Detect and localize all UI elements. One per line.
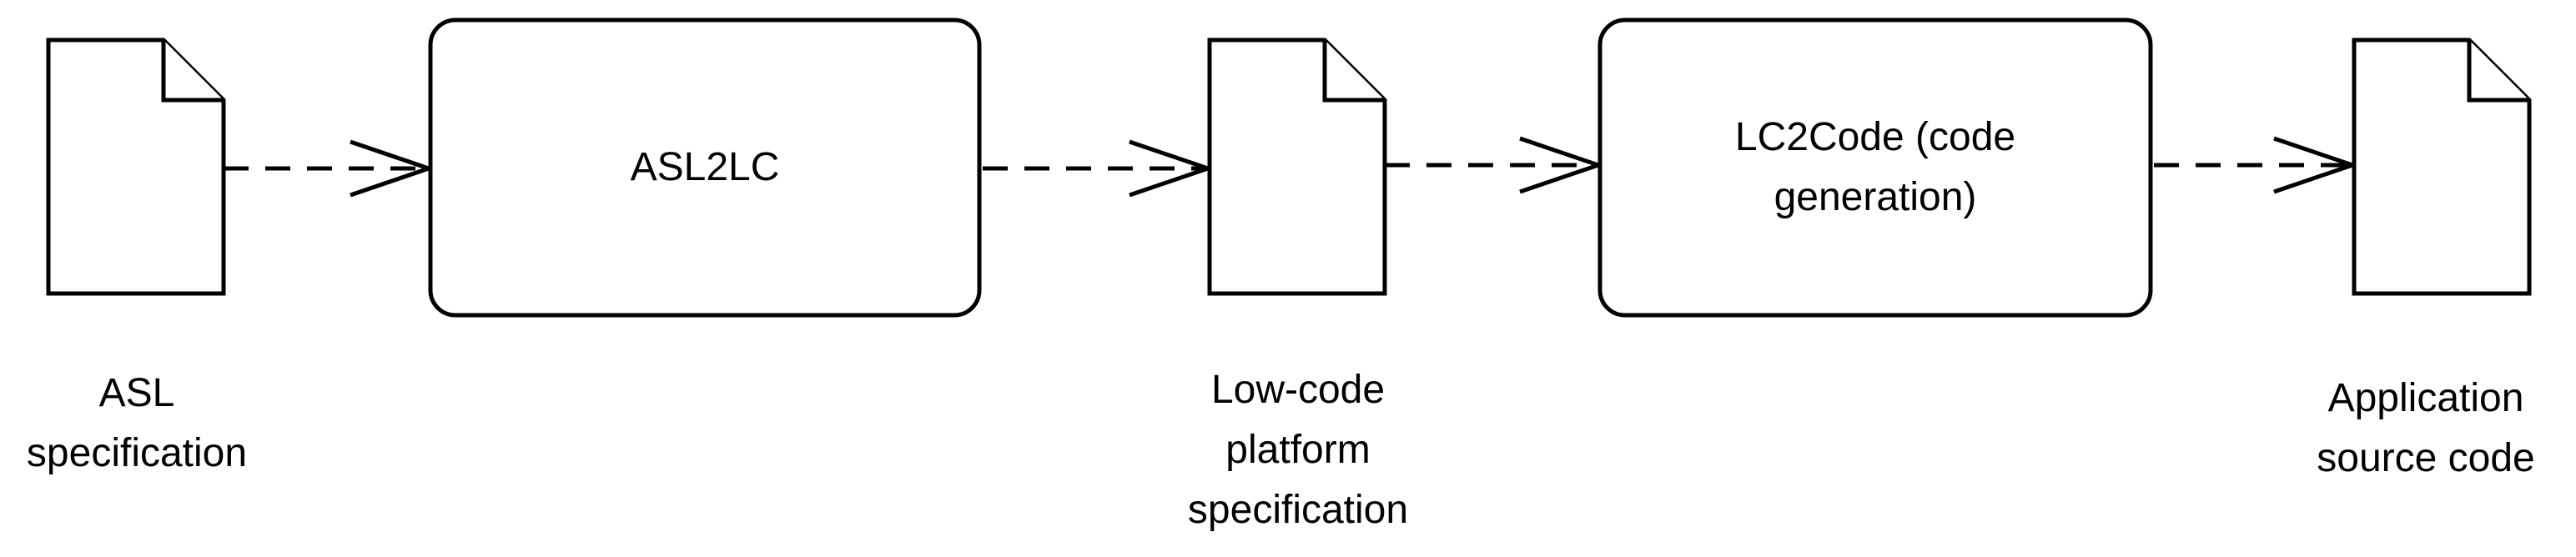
process-text-lc2code: LC2Code (code generation) [1734, 115, 2016, 219]
document-label-application-source: Application source code [2317, 376, 2535, 480]
document-icon-lowcode-specification [1207, 38, 1387, 296]
document-icon-asl-specification [46, 38, 226, 296]
arrow-lc2code-to-app-source [2154, 136, 2359, 194]
process-box-lc2code [1597, 18, 2153, 318]
document-icon-application-source [2352, 38, 2532, 296]
process-label-asl2lc: ASL2LC [430, 20, 979, 315]
document-label-asl-specification: ASL specification [26, 371, 248, 475]
process-text-asl2lc: ASL2LC [630, 145, 780, 189]
document-label-lowcode-specification: Low-code platform specification [1187, 368, 1409, 532]
arrow-lowcode-to-lc2code [1385, 136, 1605, 194]
process-label-lc2code: LC2Code (code generation) [1600, 20, 2151, 315]
arrow-asl2lc-to-lowcode [983, 139, 1215, 198]
arrow-asl-to-asl2lc [224, 139, 435, 198]
process-box-asl2lc [428, 18, 982, 318]
